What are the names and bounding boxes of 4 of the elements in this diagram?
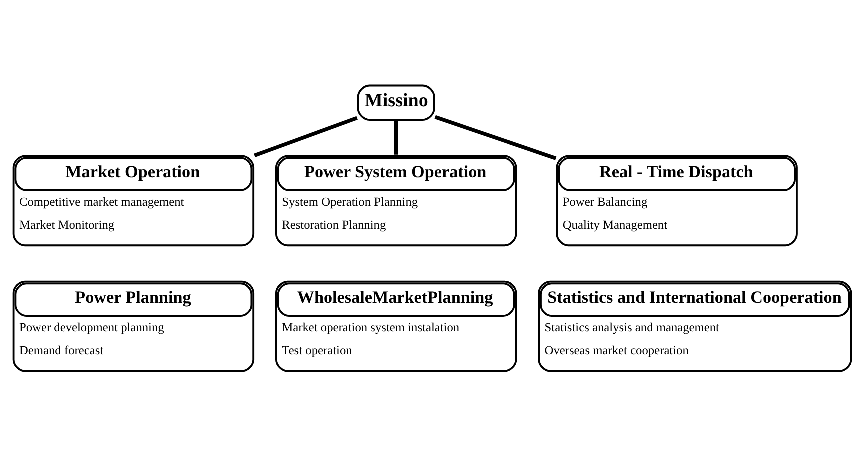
connector bbox=[254, 116, 358, 158]
connector bbox=[394, 121, 398, 155]
connector bbox=[434, 115, 557, 160]
node-box: Missino bbox=[357, 84, 436, 121]
